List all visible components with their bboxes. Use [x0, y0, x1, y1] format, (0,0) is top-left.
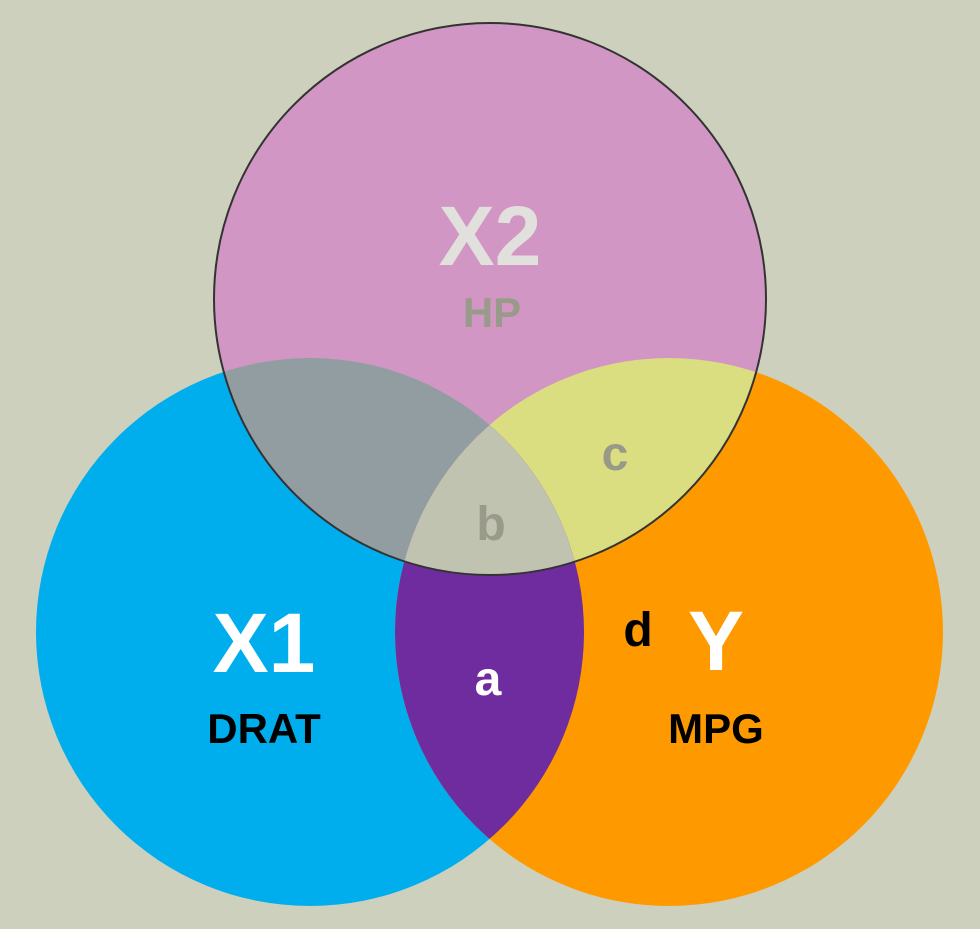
x2-symbol: X2 [439, 189, 542, 283]
region-label-d: d [623, 604, 652, 657]
region-label-b: b [476, 498, 505, 551]
region-c [395, 358, 766, 575]
region-label-a: a [475, 653, 502, 706]
y-name: MPG [668, 705, 764, 752]
x2-name: HP [463, 289, 521, 336]
region-x1-x2 [214, 358, 584, 575]
y-symbol: Y [688, 594, 744, 688]
x1-name: DRAT [207, 705, 321, 752]
region-label-c: c [602, 428, 629, 481]
x1-symbol: X1 [213, 596, 316, 690]
circle-x2-outline [213, 22, 767, 576]
